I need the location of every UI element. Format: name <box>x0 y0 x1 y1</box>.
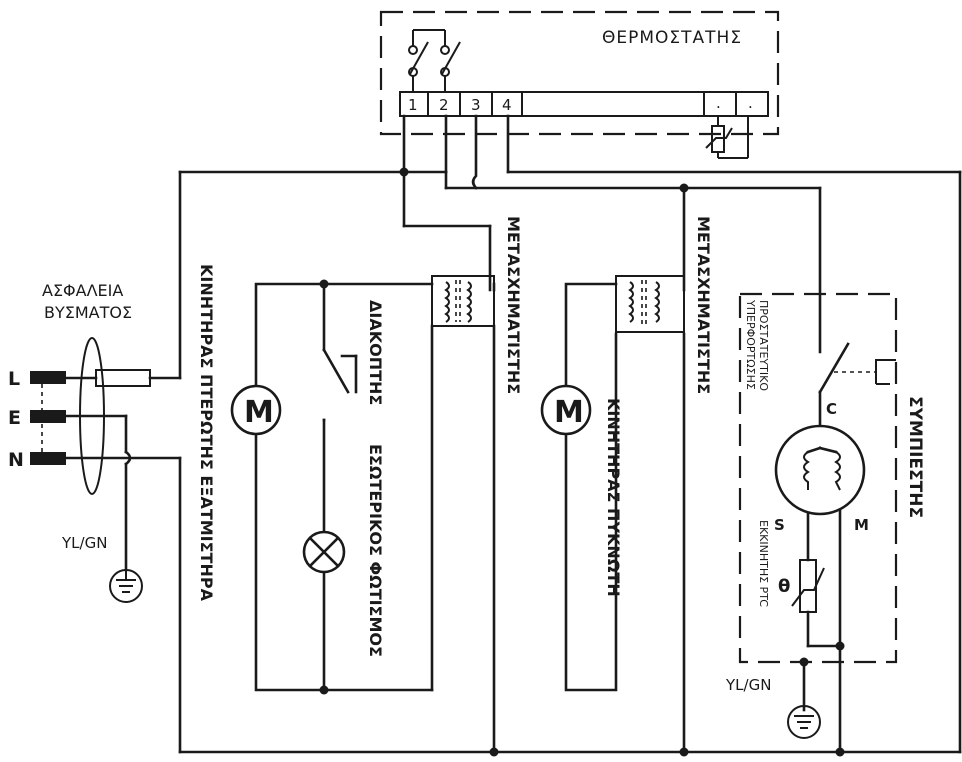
thermostat-title: ΘΕΡΜΟΣΤΑΤΗΣ <box>602 28 742 48</box>
motor-icon <box>540 384 592 436</box>
terminal-2: 2 <box>439 96 449 114</box>
overload-label-line2: ΥΠΕΡΦΟΡΤΩΣΗΣ <box>744 299 757 390</box>
transformer-1-label: ΜΕΤΑΣΧΗΜΑΤΙΣΤΗΣ <box>504 216 523 394</box>
evaporator-fan-label: ΚΙΝΗΤΗΡΑΣ ΠΤΕΡΩΤΗΣ ΕΞΑΤΜΙΣΤΗΡΑ <box>197 264 216 602</box>
terminal-4: 4 <box>502 96 512 114</box>
motor-icon <box>230 384 282 436</box>
compressor-enclosure <box>738 292 898 664</box>
overload-label-line1: ΠΡΟΣΤΑΤΕΥΤΙΚΟ <box>757 300 770 391</box>
line-e-label: E <box>8 407 21 429</box>
switch-label: ΔΙΑΚΟΠΤΗΣ <box>366 300 385 405</box>
ptc-starter-icon <box>791 559 825 613</box>
pin-e <box>30 410 66 423</box>
evaporator-motor-symbol: M <box>244 395 274 430</box>
condenser-fan-motor: M ΚΙΝΗΤΗΡΑΣ ΠΥΚΝΩΤΗ <box>540 384 623 597</box>
terminal-m-label: M <box>854 516 869 534</box>
thermostat-enclosure <box>379 10 780 136</box>
cable-sheath <box>79 337 105 495</box>
plug-earth-label: YL/GN <box>61 534 107 552</box>
ptc-label: ΕΚΚΙΝΗΤΗΣ PTC <box>757 520 770 607</box>
pin-l <box>30 371 66 384</box>
terminal-3: 3 <box>471 96 481 114</box>
door-switch: ΔΙΑΚΟΠΤΗΣ <box>322 300 385 422</box>
thermostat-terminal-strip: 1 2 3 4 . . <box>399 91 769 117</box>
line-l-label: L <box>8 368 20 390</box>
compressor-earth-label: YL/GN <box>725 676 771 694</box>
fuse-label-line1: ΑΣΦΑΛΕΙΑ <box>42 281 123 300</box>
terminal-c-label: C <box>826 400 837 418</box>
ptc-symbol: θ <box>778 576 790 597</box>
earth-icon <box>109 569 143 603</box>
junction-dots <box>319 167 845 757</box>
overload-protector-icon <box>818 342 896 394</box>
plug: ΑΣΦΑΛΕΙΑ ΒΥΣΜΑΤΟΣ L E N YL/GN <box>8 281 182 603</box>
thermostat-contacts <box>408 29 461 92</box>
condenser-fan-label: ΚΙΝΗΤΗΡΑΣ ΠΥΚΝΩΤΗ <box>604 398 623 597</box>
compressor-label: ΣΥΜΠΙΕΣΤΗΣ <box>905 396 925 518</box>
earth-icon <box>787 705 821 739</box>
transformer-1-body <box>431 275 495 327</box>
compressor: ΣΥΜΠΙΕΣΤΗΣ ΠΡΟΣΤΑΤΕΥΤΙΚΟ ΥΠΕΡΦΟΡΤΩΣΗΣ C … <box>725 292 925 739</box>
condenser-motor-symbol: M <box>554 395 584 430</box>
thermostat: ΘΕΡΜΟΣΤΑΤΗΣ 1 2 3 4 <box>379 10 780 159</box>
compressor-motor-icon <box>774 424 866 516</box>
evaporator-fan-motor: M ΚΙΝΗΤΗΡΑΣ ΠΤΕΡΩΤΗΣ ΕΞΑΤΜΙΣΤΗΡΑ <box>197 264 282 602</box>
interior-light: ΕΣΩΤΕΡΙΚΟΣ ΦΩΤΙΣΜΟΣ <box>302 444 385 657</box>
thermostat-sensor-icon <box>705 116 749 159</box>
terminal-s-label: S <box>774 516 785 534</box>
transformer-1: ΜΕΤΑΣΧΗΜΑΤΙΣΤΗΣ <box>431 216 523 394</box>
sensor-terminal-a: . <box>716 94 721 112</box>
pin-n <box>30 452 66 465</box>
fuse-icon <box>95 369 151 387</box>
transformer-2: ΜΕΤΑΣΧΗΜΑΤΙΣΤΗΣ <box>615 216 713 394</box>
transformer-2-label: ΜΕΤΑΣΧΗΜΑΤΙΣΤΗΣ <box>694 216 713 394</box>
terminal-1: 1 <box>408 96 418 114</box>
fuse-label-line2: ΒΥΣΜΑΤΟΣ <box>44 303 132 322</box>
transformer-2-body <box>615 275 685 333</box>
interior-light-label: ΕΣΩΤΕΡΙΚΟΣ ΦΩΤΙΣΜΟΣ <box>366 444 385 657</box>
sensor-terminal-b: . <box>748 94 753 112</box>
line-n-label: N <box>8 449 24 471</box>
